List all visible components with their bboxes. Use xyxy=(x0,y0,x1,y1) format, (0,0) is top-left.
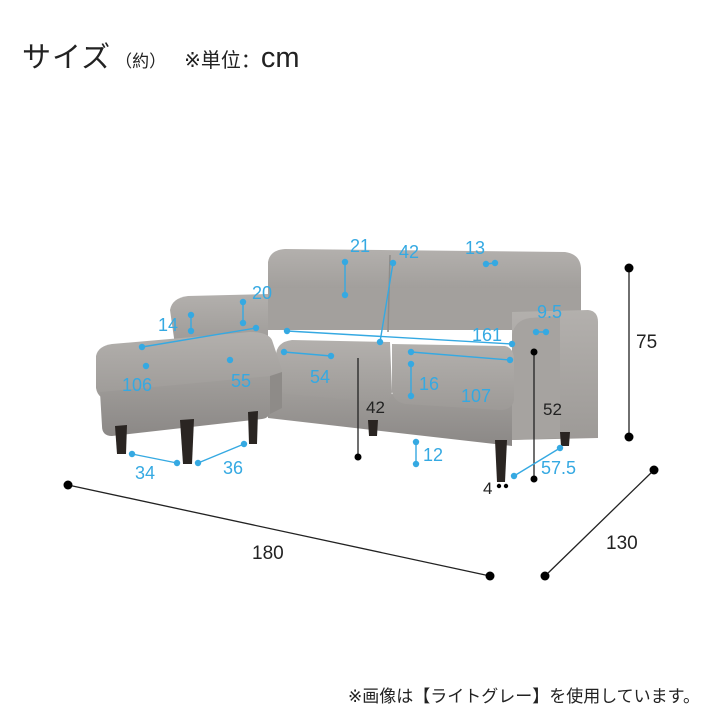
footnote: ※画像は【ライトグレー】を使用しています。 xyxy=(347,687,700,706)
outer-dimensions xyxy=(63,263,659,581)
unit-label: ※単位： xyxy=(184,50,261,72)
label-cushion-thickness: 16 xyxy=(419,374,439,394)
label-stool-leg-depth: 36 xyxy=(223,458,243,478)
sofa-illustration xyxy=(96,249,598,482)
label-stool-cushion: 20 xyxy=(252,283,272,303)
dimension-labels: 180 130 75 42 52 4 21 42 13 20 14 161 9.… xyxy=(122,236,657,564)
label-back-height: 21 xyxy=(350,236,370,256)
label-seat-inner-depth: 54 xyxy=(310,367,330,387)
label-arm-height: 52 xyxy=(543,400,562,419)
label-arm-width: 9.5 xyxy=(537,302,562,322)
label-stool-leg-span: 34 xyxy=(135,463,155,483)
inner-dimensions xyxy=(128,258,564,480)
label-under-clearance: 57.5 xyxy=(541,458,576,478)
label-back-depth: 42 xyxy=(399,242,419,262)
label-outer-height: 75 xyxy=(636,332,657,353)
label-leg-height: 12 xyxy=(423,445,443,465)
label-stool-arm: 14 xyxy=(158,315,178,335)
label-stool-depth: 55 xyxy=(231,371,251,391)
label-outer-depth: 130 xyxy=(606,533,638,554)
label-back-cushion-depth: 13 xyxy=(465,238,485,258)
label-seat-inner-width: 161 xyxy=(472,325,502,345)
label-seat-height: 42 xyxy=(366,398,385,417)
unit-value: cm xyxy=(260,42,300,74)
label-stool-width: 106 xyxy=(122,375,152,395)
label-outer-width: 180 xyxy=(252,543,284,564)
label-leg-width: 4 xyxy=(483,479,492,498)
title-text: サイズ xyxy=(22,42,112,74)
page-title: サイズ（約） ※単位：cm xyxy=(22,34,300,76)
label-seat-cushion-width: 107 xyxy=(461,386,491,406)
approx-text: （約） xyxy=(115,52,167,71)
